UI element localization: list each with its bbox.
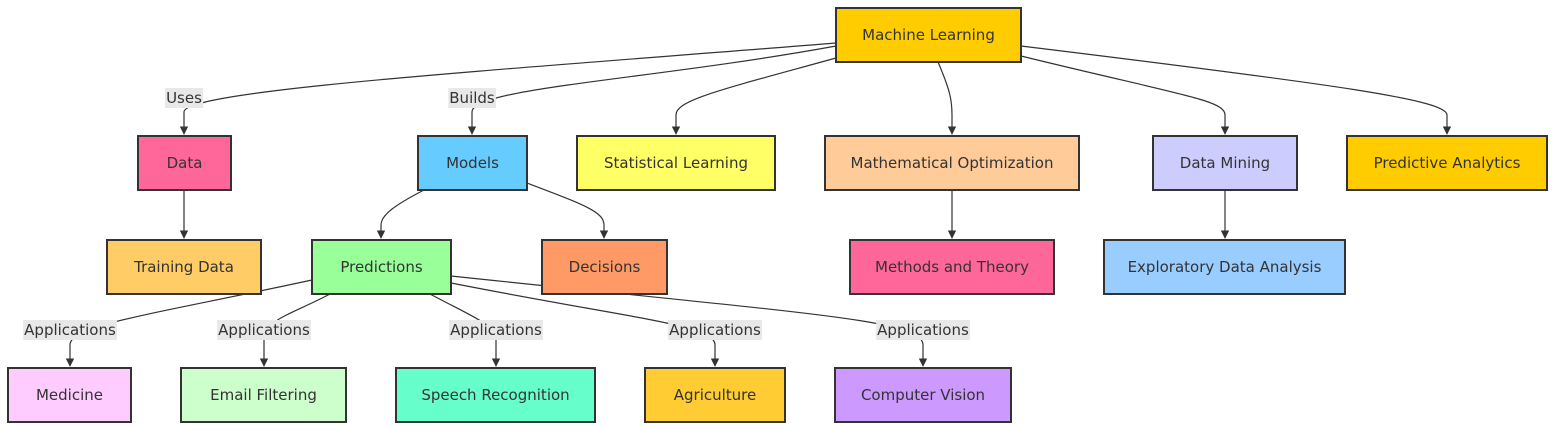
node-label: Models: [446, 154, 499, 172]
node-mining: Data Mining: [1152, 135, 1298, 191]
node-training: Training Data: [106, 239, 262, 295]
node-stat: Statistical Learning: [576, 135, 776, 191]
node-medicine: Medicine: [7, 367, 132, 423]
node-box: [824, 135, 1080, 191]
node-label: Computer Vision: [861, 386, 985, 404]
edge-ml-data: [179, 42, 837, 135]
edge-label-background: [217, 320, 311, 340]
edge-ml-stat: [671, 57, 837, 135]
node-label: Predictions: [340, 258, 423, 276]
edge-label-background: [876, 320, 970, 340]
node-box: [7, 367, 132, 423]
edge-label-text: Applications: [669, 321, 761, 339]
edge-label-text: Uses: [166, 89, 202, 107]
node-box: [417, 135, 528, 191]
node-label: Training Data: [133, 258, 234, 276]
node-box: [541, 239, 668, 295]
node-label: Data: [167, 154, 203, 172]
node-math: Mathematical Optimization: [824, 135, 1080, 191]
edge-ml-mining: [1020, 55, 1230, 135]
edge-label-background: [668, 320, 762, 340]
node-label: Email Filtering: [210, 386, 317, 404]
node-label: Agriculture: [674, 386, 757, 404]
edge-label-text: Applications: [24, 321, 116, 339]
node-box: [834, 367, 1012, 423]
node-label: Methods and Theory: [875, 258, 1029, 276]
node-box: [137, 135, 232, 191]
edge-label-background: [449, 320, 543, 340]
edge-label-ml-models: Builds: [448, 88, 496, 108]
edge-ml-math: [937, 61, 957, 135]
node-email: Email Filtering: [180, 367, 347, 423]
edge-label-predictions-speech: Applications: [449, 320, 543, 340]
node-box: [311, 239, 452, 295]
edge-label-text: Applications: [218, 321, 310, 339]
node-box: [644, 367, 786, 423]
edge-ml-models: [467, 45, 837, 135]
edge-label-background: [23, 320, 117, 340]
node-cv: Computer Vision: [834, 367, 1012, 423]
edge-models-decisions: [526, 182, 609, 239]
node-box: [106, 239, 262, 295]
node-label: Predictive Analytics: [1374, 154, 1521, 172]
edge-label-background: [165, 88, 204, 108]
node-box: [835, 7, 1022, 63]
node-box: [1152, 135, 1298, 191]
node-pred_analytics: Predictive Analytics: [1346, 135, 1548, 191]
node-label: Statistical Learning: [604, 154, 748, 172]
edge-ml-pred_analytics: [1020, 45, 1452, 135]
node-ml: Machine Learning: [835, 7, 1022, 63]
node-decisions: Decisions: [541, 239, 668, 295]
node-eda: Exploratory Data Analysis: [1103, 239, 1346, 295]
node-methods: Methods and Theory: [849, 239, 1055, 295]
node-data: Data: [137, 135, 232, 191]
node-label: Data Mining: [1180, 154, 1270, 172]
edge-predictions-agri: [450, 282, 720, 367]
edge-label-ml-data: Uses: [165, 88, 204, 108]
node-box: [180, 367, 347, 423]
node-speech: Speech Recognition: [395, 367, 596, 423]
edge-label-text: Applications: [450, 321, 542, 339]
node-box: [395, 367, 596, 423]
node-label: Speech Recognition: [421, 386, 569, 404]
node-box: [576, 135, 776, 191]
node-box: [1346, 135, 1548, 191]
node-box: [1103, 239, 1346, 295]
edge-label-predictions-medicine: Applications: [23, 320, 117, 340]
edge-label-text: Applications: [877, 321, 969, 339]
edge-models-predictions: [376, 189, 425, 239]
node-label: Decisions: [569, 258, 641, 276]
edge-label-predictions-cv: Applications: [876, 320, 970, 340]
node-label: Machine Learning: [862, 26, 995, 44]
node-box: [849, 239, 1055, 295]
edge-label-text: Builds: [449, 89, 495, 107]
node-agri: Agriculture: [644, 367, 786, 423]
node-label: Mathematical Optimization: [851, 154, 1054, 172]
edge-label-predictions-agri: Applications: [668, 320, 762, 340]
node-label: Medicine: [36, 386, 103, 404]
node-models: Models: [417, 135, 528, 191]
node-label: Exploratory Data Analysis: [1128, 258, 1322, 276]
edge-label-predictions-email: Applications: [217, 320, 311, 340]
edge-label-background: [448, 88, 496, 108]
node-predictions: Predictions: [311, 239, 452, 295]
